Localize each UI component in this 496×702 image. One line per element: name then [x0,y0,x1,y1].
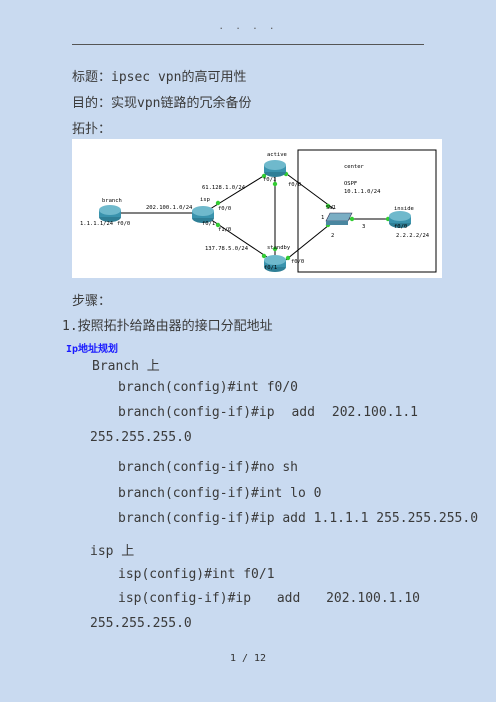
label-inside-lo: 2.2.2.2/24 [396,233,430,239]
label-sw-port2: 2 [331,233,334,239]
step-1: 1.按照拓扑给路由器的接口分配地址 [62,319,273,334]
label-sw-port1: 1 [321,215,324,221]
center-area-box [297,149,437,273]
label-active: active [267,152,287,158]
label-active-f01: f0/1 [263,177,276,183]
label-link-isp-active: 61.128.1.0/24 [202,185,246,191]
router-icon-active [264,160,286,177]
label-branch: branch [102,198,122,204]
cmd-line-7-c: 202.100.1.10 [326,591,420,606]
cmd-line-3: branch(config-if)#no sh [118,460,299,475]
label-link-branch-isp: 202.100.1.0/24 [146,205,193,211]
page-number: 1 / 12 [229,653,267,664]
label-sw-port3: 3 [362,224,365,230]
cmd-line-2-c: 202.100.1.1 [331,405,418,420]
label-sw1: SW1 [326,205,336,211]
steps-label: 步骤： [72,294,112,309]
topology-label: 拓扑： [72,122,112,137]
switch-icon-sw1 [325,212,353,225]
cmd-line-6: isp(config)#int f0/1 [118,567,275,582]
label-link-isp-standby: 137.78.5.0/24 [205,246,249,252]
cmd-line-5: branch(config-if)#ip add 1.1.1.1 255.255… [118,511,479,526]
router-icon-branch [99,205,121,222]
cmd-line-7-b: add [276,591,301,606]
cmd-line-2-b: add [291,405,315,420]
purpose-line: 目的：实现vpn链路的冗余备份 [72,96,252,111]
label-isp: isp [200,197,210,203]
header-rule [72,44,424,45]
label-ospf-net: 10.1.1.0/24 [344,189,381,195]
router-icon-standby [264,255,286,272]
header-dots: . . . . [218,22,278,32]
label-standby: standby [267,245,291,251]
cmd-line-2: branch(config-if)#ip add 202.100.1.1 [118,405,418,420]
label-inside: inside [394,206,414,212]
topology-diagram: branch isp active standby SW1 inside cen… [72,139,442,278]
label-isp-f10: f1/0 [218,227,231,233]
label-ospf: OSPF [344,181,357,187]
title-line: 标题：ipsec vpn的高可用性 [72,70,247,85]
label-isp-f00: f0/0 [218,206,231,212]
router-icon-isp [192,206,214,223]
branch-on-label: Branch 上 [92,359,160,374]
cmd-line-7-cont: 255.255.255.0 [90,616,192,631]
label-branch-lo: 1.1.1.1/24 [80,221,114,227]
label-isp-f01: f0/1 [202,221,215,227]
subheading-ip-plan: Ip地址规划 [66,344,119,355]
cmd-line-7: isp(config-if)#ip add 202.100.1.10 [118,591,420,606]
label-standby-f00: f0/0 [291,259,304,265]
cmd-line-4: branch(config-if)#int lo 0 [118,486,322,501]
label-active-f00: f0/0 [288,182,301,188]
router-icon-inside [389,211,411,228]
cmd-line-1: branch(config)#int f0/0 [118,380,299,395]
isp-on-label: isp 上 [90,544,135,559]
cmd-line-2-a: branch(config-if)#ip [118,405,275,420]
label-standby-f01: f0/1 [264,265,277,271]
link-standby-sw1 [281,220,335,264]
cmd-line-2-cont: 255.255.255.0 [90,430,192,445]
link-active-sw1 [279,168,335,210]
cmd-line-7-a: isp(config-if)#ip [118,591,252,606]
label-center: center [344,164,365,170]
label-branch-f00: f0/0 [117,221,130,227]
label-inside-f00: f0/0 [394,224,407,230]
